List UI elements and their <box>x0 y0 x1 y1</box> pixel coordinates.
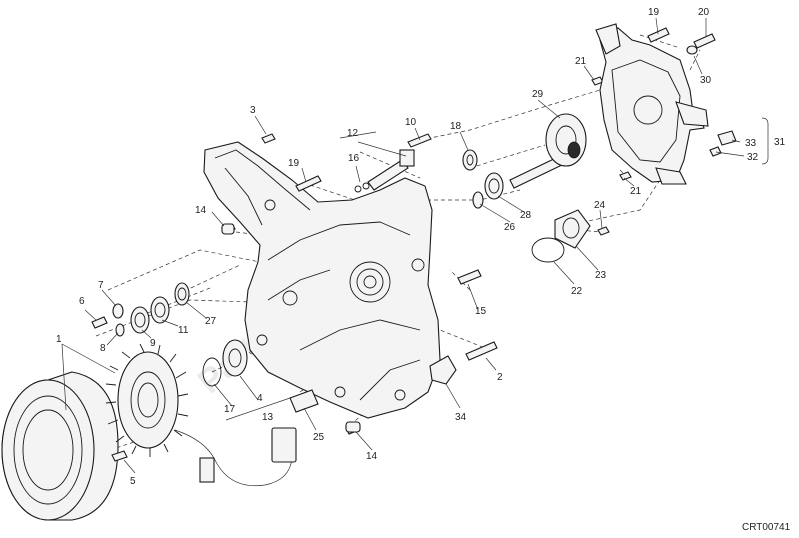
pin-14b <box>221 223 235 235</box>
pin-14a <box>345 421 361 433</box>
callout-14-bottom: 14 <box>366 451 378 462</box>
callout-26: 26 <box>504 222 516 233</box>
callout-10: 10 <box>405 117 417 128</box>
leader-lines <box>61 17 769 474</box>
screws <box>91 27 716 462</box>
callout-20: 20 <box>698 7 710 18</box>
callout-1: 1 <box>56 334 62 345</box>
plate-25 <box>289 389 319 413</box>
rotor <box>1 371 119 521</box>
callout-33: 33 <box>745 138 757 149</box>
callout-18: 18 <box>450 121 462 132</box>
sensor-12 <box>354 149 415 193</box>
callout-12: 12 <box>347 128 359 139</box>
callout-32: 32 <box>747 152 759 163</box>
callout-22: 22 <box>571 286 583 297</box>
callout-4: 4 <box>257 393 263 404</box>
bearings-left <box>112 282 248 387</box>
water-pump-cover <box>595 23 709 185</box>
callout-28: 28 <box>520 210 532 221</box>
callout-23: 23 <box>595 270 607 281</box>
callout-5: 5 <box>130 476 136 487</box>
callout-7: 7 <box>98 280 104 291</box>
callout-3: 3 <box>250 105 256 116</box>
callout-13: 13 <box>262 412 274 423</box>
callout-2: 2 <box>497 372 503 383</box>
callout-8: 8 <box>100 343 106 354</box>
seals-right <box>462 113 587 209</box>
callout-24: 24 <box>594 200 606 211</box>
callouts: 1 2 3 4 5 6 7 8 9 10 11 12 13 14 14 15 1… <box>56 7 786 487</box>
callout-34: 34 <box>455 412 467 423</box>
clamp-34 <box>429 355 457 385</box>
callout-16: 16 <box>348 153 360 164</box>
callout-6: 6 <box>79 296 85 307</box>
figure-code: CRT00741 <box>742 522 791 533</box>
callout-15: 15 <box>475 306 487 317</box>
callout-21-bottom: 21 <box>630 186 642 197</box>
callout-9: 9 <box>150 338 156 349</box>
plugs <box>686 45 737 157</box>
generator-cover <box>203 141 441 419</box>
callout-14-top: 14 <box>195 205 207 216</box>
callout-27: 27 <box>205 316 217 327</box>
callout-11: 11 <box>178 325 189 336</box>
callout-25: 25 <box>313 432 325 443</box>
stator <box>105 343 297 487</box>
callout-29: 29 <box>532 89 544 100</box>
callout-30: 30 <box>700 75 712 86</box>
callout-19-left: 19 <box>288 158 300 169</box>
callout-21-top: 21 <box>575 56 587 67</box>
callout-19-right: 19 <box>648 7 660 18</box>
callout-31: 31 <box>774 137 786 148</box>
gasket-22 <box>531 209 591 263</box>
callout-17: 17 <box>224 404 236 415</box>
